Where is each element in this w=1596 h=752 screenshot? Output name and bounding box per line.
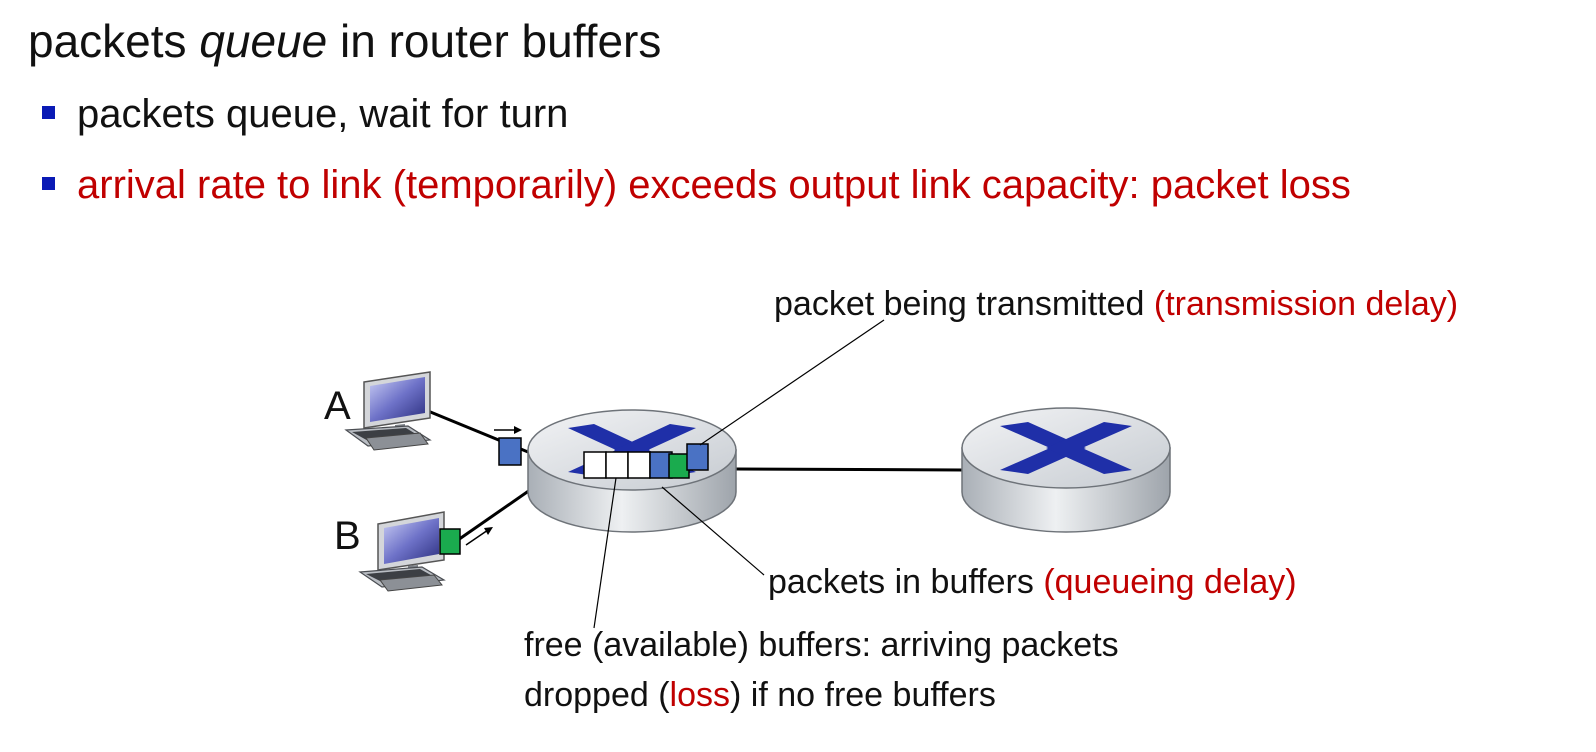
bullet-1-text: packets queue, wait for turn (77, 92, 569, 136)
free-buffer-slot (627, 451, 651, 479)
router-2-x-arrows-icon (1000, 422, 1132, 474)
callout-transmitted (699, 319, 885, 446)
arriving-packet-a (498, 437, 522, 466)
free-buffer-slot (605, 451, 629, 479)
link-router-router (735, 467, 964, 472)
no-free-buffers-text: ) if no free buffers (730, 676, 996, 714)
free-buffer-slot (583, 451, 607, 479)
transmission-delay-text: (transmission delay) (1153, 285, 1459, 323)
loss-text: loss (669, 676, 731, 714)
in-buffers-text: packets in buffers (768, 563, 1044, 601)
title-emphasis: queue (199, 15, 328, 67)
host-a-computer-icon (344, 371, 432, 451)
bullet-square-icon (42, 177, 55, 190)
buffer-queue (583, 443, 709, 479)
callout-free-buffers (593, 477, 617, 629)
host-a-label: A (324, 384, 351, 428)
router-2-icon (961, 407, 1171, 533)
title-pre: packets (28, 15, 200, 67)
queueing-delay-text: (queueing delay) (1043, 563, 1297, 601)
transmitted-text: packet being transmitted (774, 285, 1154, 323)
host-b-label: B (334, 514, 361, 558)
queued-packet-green (668, 453, 690, 479)
free-buffers-line2: dropped (loss) if no free buffers (524, 676, 996, 715)
transmitting-packet (686, 443, 709, 471)
arrow-a-icon (494, 426, 522, 434)
bullet-2-text: arrival rate to link (temporarily) excee… (77, 163, 1351, 207)
bullet-square-icon (42, 106, 55, 119)
bullet-1: packets queue, wait for turn (42, 92, 568, 137)
callout-in-buffers (661, 486, 765, 576)
in-buffers-label: packets in buffers (queueing delay) (768, 563, 1297, 602)
slide-title: packets queue in router buffers (28, 14, 661, 68)
arrow-b-icon (465, 527, 493, 546)
arriving-packet-b (439, 528, 461, 555)
dropped-text: dropped ( (524, 676, 670, 714)
title-post: in router buffers (327, 15, 662, 67)
transmitted-label: packet being transmitted (transmission d… (774, 285, 1458, 324)
host-b-computer-icon (358, 511, 446, 592)
bullet-2: arrival rate to link (temporarily) excee… (42, 163, 1351, 208)
free-buffers-line1: free (available) buffers: arriving packe… (524, 626, 1119, 664)
